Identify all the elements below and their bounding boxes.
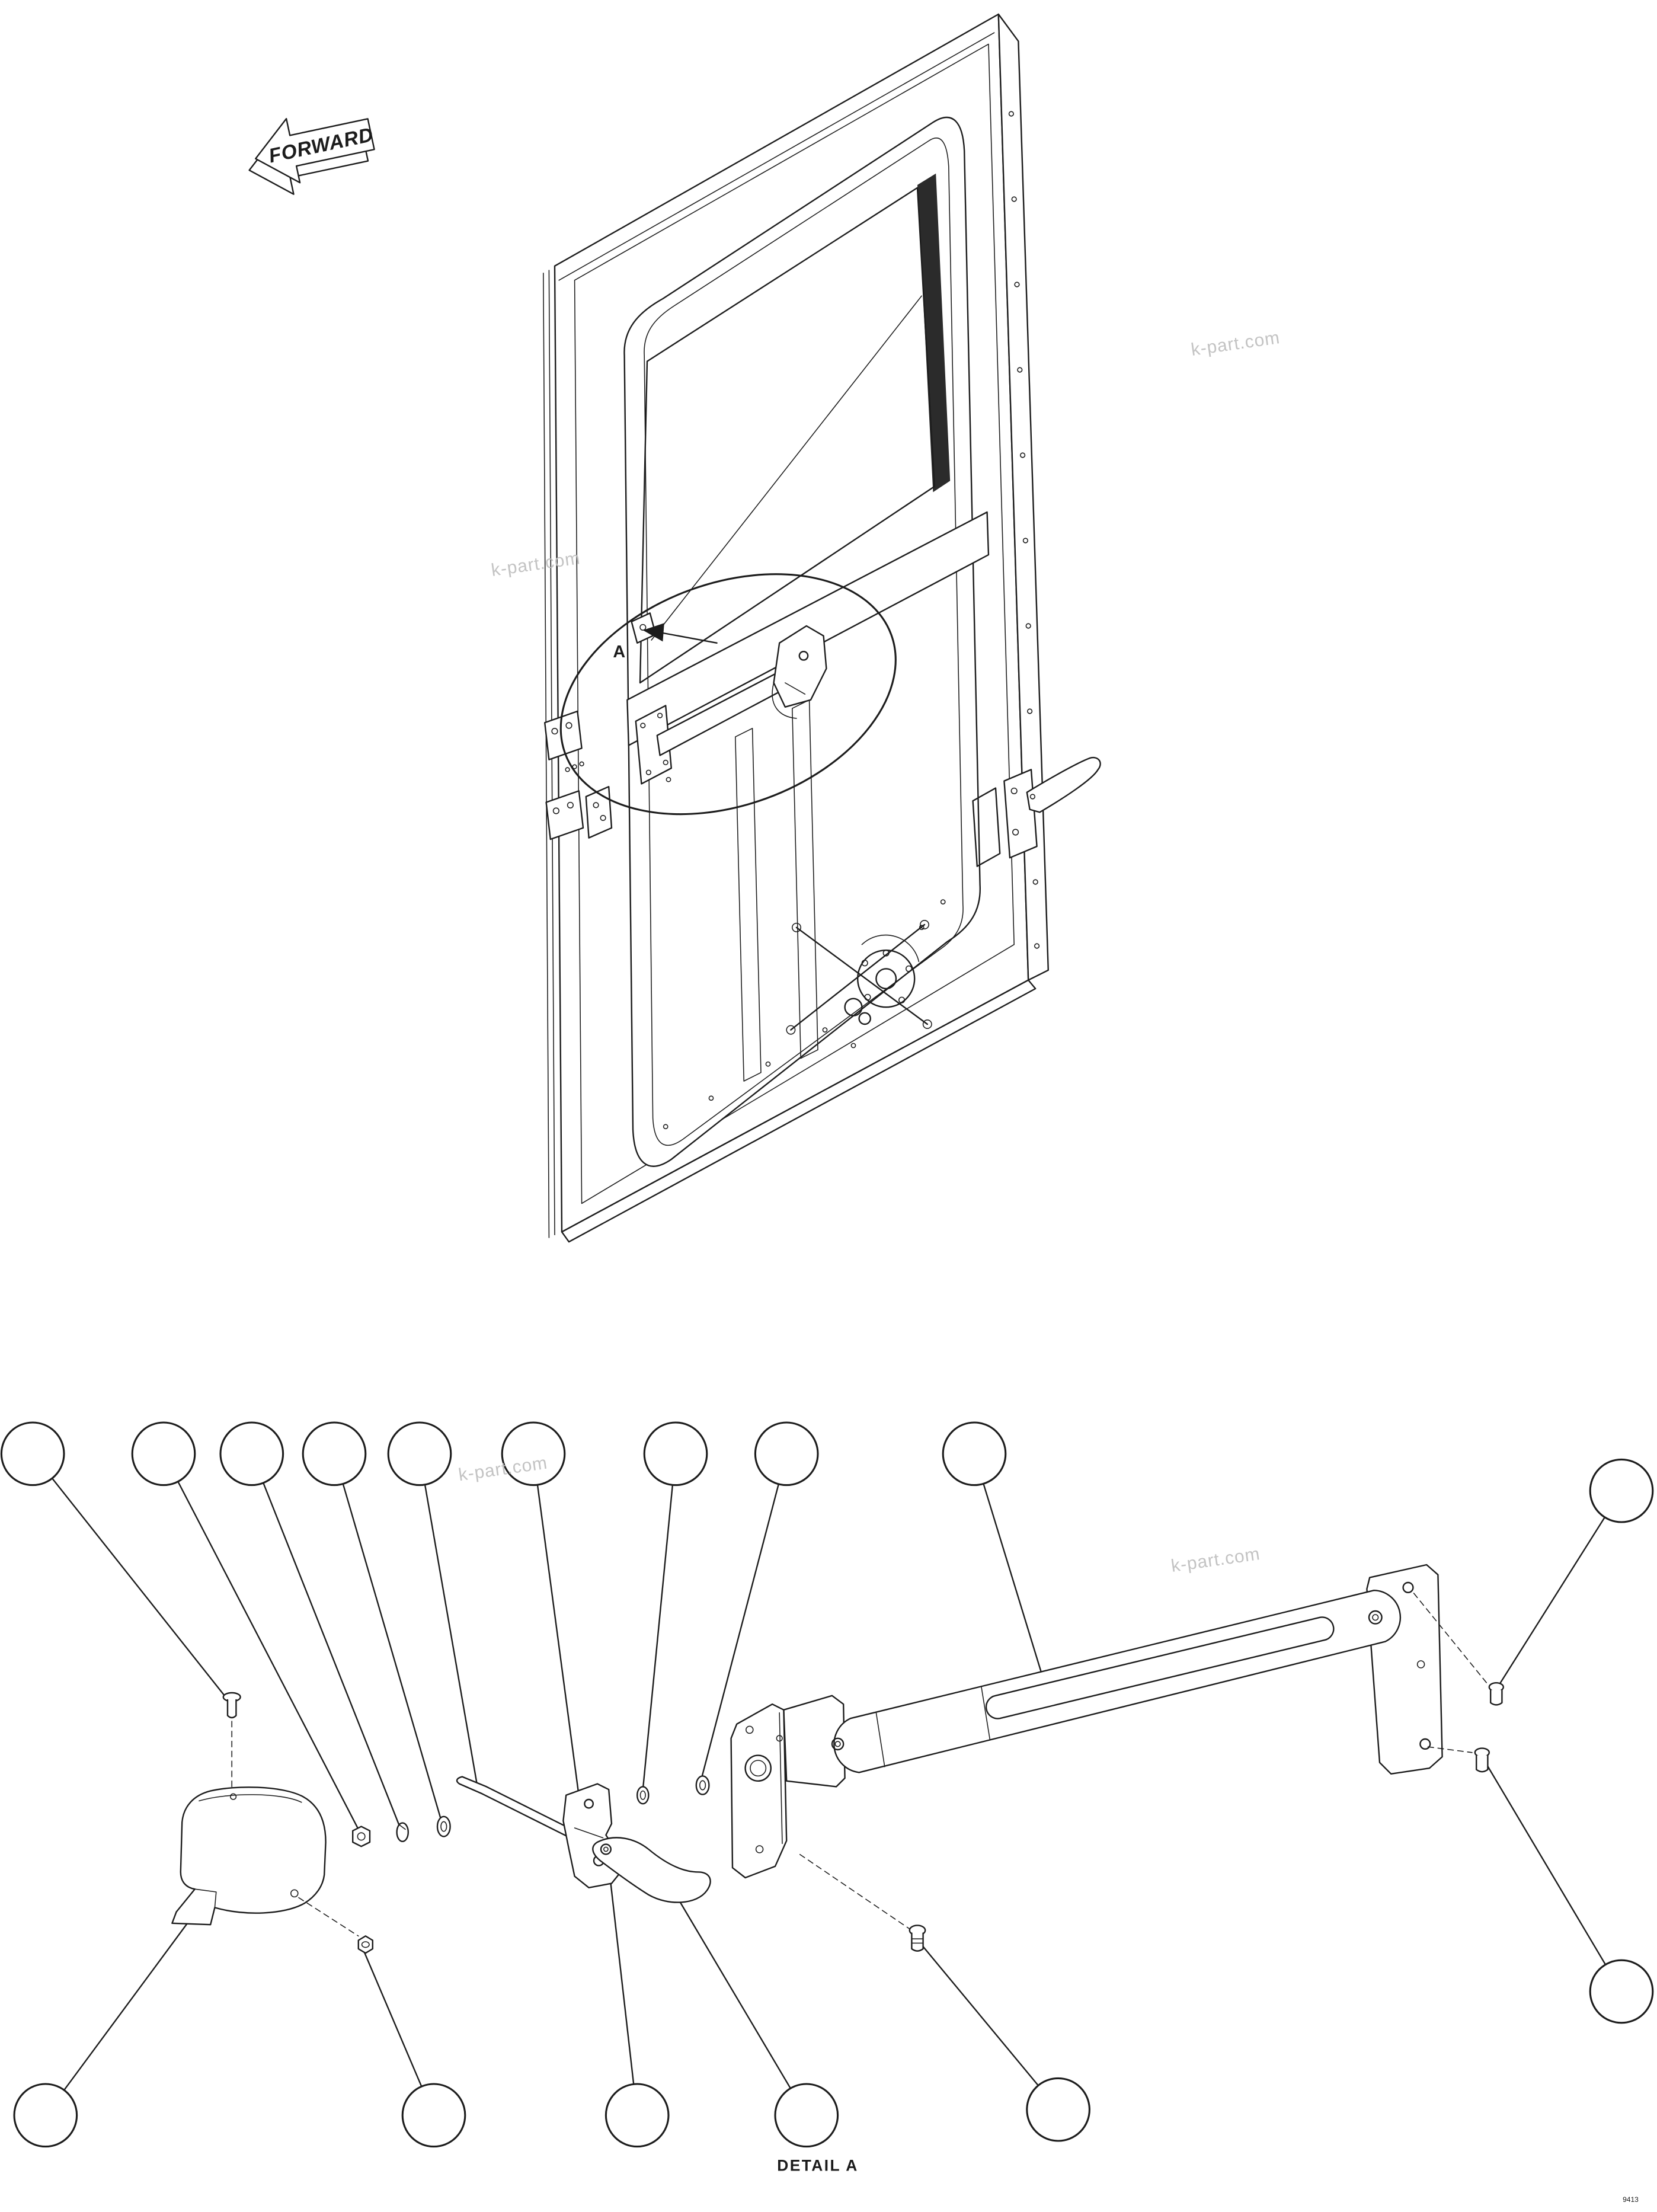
callout-leader-line <box>919 1942 1059 2111</box>
callout-balloon <box>0 1421 65 1487</box>
callout-arrow-line <box>662 632 718 644</box>
part-screw-d <box>796 1852 926 1952</box>
part-mount-bracket <box>730 1703 788 1879</box>
part-cover-bracket <box>171 1786 359 1937</box>
callout-balloon <box>302 1421 367 1487</box>
part-screw-a <box>222 1692 241 1789</box>
callout-leader-line <box>700 1453 788 1781</box>
part-washer-large <box>695 1775 710 1795</box>
door-assembly <box>543 13 1101 1243</box>
callout-balloon <box>501 1421 566 1487</box>
part-flat-washer <box>436 1815 451 1837</box>
part-check-arm <box>783 1590 1402 1788</box>
callout-balloon <box>219 1421 284 1487</box>
window-glass <box>639 187 935 684</box>
door-hinges <box>543 710 584 840</box>
callout-balloon <box>604 2083 670 2148</box>
callout-balloon <box>131 1421 196 1487</box>
part-hex-nut <box>351 1826 371 1847</box>
callout-leader-line <box>606 1853 638 2116</box>
panel-rivets <box>663 776 946 1130</box>
callout-letter: A <box>613 642 625 661</box>
detail-caption: DETAIL A <box>777 2156 858 2174</box>
callout-balloon <box>1026 2077 1090 2142</box>
corner-code: 9413 <box>1623 2195 1639 2204</box>
callout-balloon <box>774 2083 839 2148</box>
frame-screws <box>1008 111 1040 949</box>
callout-leader-line <box>665 1877 807 2116</box>
callout-balloon <box>1589 1959 1654 2024</box>
forward-flag: FORWARD <box>248 118 376 195</box>
part-washer-small <box>636 1786 650 1805</box>
check-arm-installed <box>635 625 827 785</box>
callout-leader-line <box>162 1453 359 1830</box>
callout-balloon <box>387 1421 452 1487</box>
callout-balloon <box>1589 1458 1654 1523</box>
callout-leader-line <box>333 1453 442 1820</box>
part-handle-lever <box>592 1837 711 1903</box>
callout-leader-line <box>1485 1763 1623 1993</box>
forward-arrow-outline <box>255 118 375 184</box>
callout-balloons <box>0 1421 1654 2148</box>
callout-balloon <box>643 1421 708 1487</box>
callout-leader-line <box>44 1891 212 2116</box>
glass-channels <box>735 699 818 1082</box>
callout-ellipse <box>559 573 897 816</box>
detail-a-ellipse-callout: A <box>559 573 897 816</box>
callout-balloon <box>754 1421 819 1487</box>
callout-leader-line <box>1497 1490 1623 1688</box>
glass-run-channel <box>917 173 951 493</box>
detail-a-parts <box>171 1564 1504 1954</box>
callout-balloon <box>942 1421 1007 1487</box>
part-screw-b <box>1488 1682 1504 1706</box>
part-lock-washer <box>396 1822 409 1842</box>
door-handle <box>972 756 1101 867</box>
part-pivot-bracket <box>562 1783 624 1888</box>
callout-leader-line <box>418 1453 479 1791</box>
callout-arrowhead-icon <box>642 623 664 642</box>
callout-balloon <box>13 2083 78 2148</box>
callout-leader-line <box>251 1453 401 1827</box>
part-nut-small <box>357 1935 373 1954</box>
window-regulator <box>786 920 932 1035</box>
watermark-text: k-part.com <box>1190 328 1281 360</box>
callout-leader-line <box>31 1453 230 1702</box>
part-screw-c <box>1474 1747 1490 1773</box>
lock-assembly <box>565 612 657 839</box>
callout-balloon <box>401 2083 466 2148</box>
watermark-text: k-part.com <box>1170 1544 1261 1576</box>
callout-leader-line <box>642 1453 677 1791</box>
callout-leader-line <box>532 1453 584 1829</box>
